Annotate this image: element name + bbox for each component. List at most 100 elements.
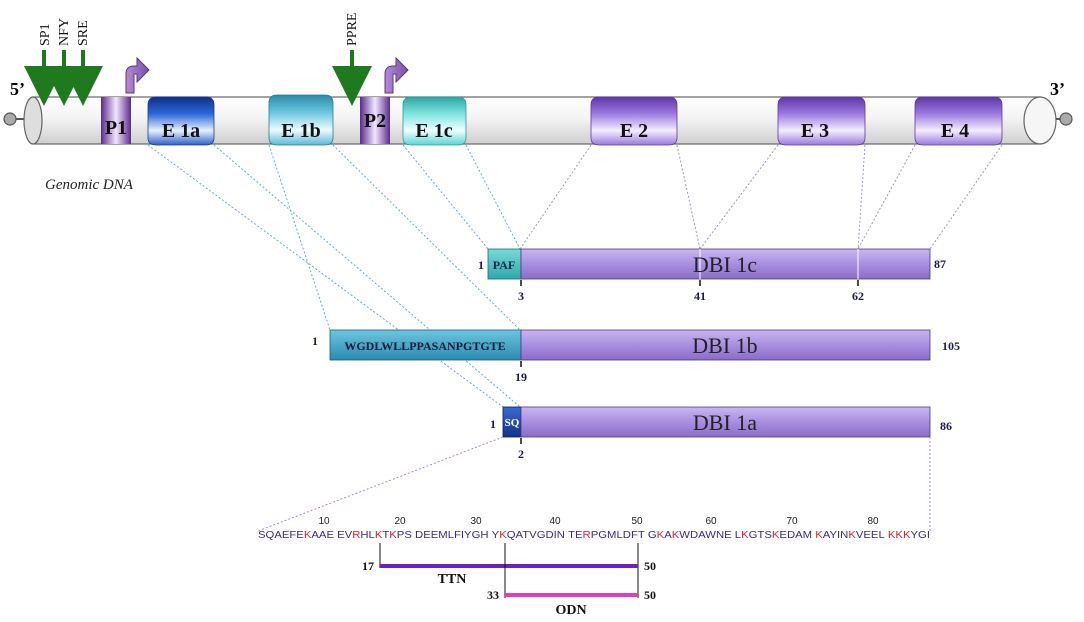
residue: F <box>289 530 296 541</box>
seq-pos-20: 20 <box>394 516 406 527</box>
exon-e1a-label: E 1a <box>162 120 200 142</box>
five-prime-label: 5’ <box>10 79 25 99</box>
residue: E <box>431 530 439 541</box>
isoform-dbi1b-tick-19: 19 <box>515 370 527 384</box>
residue: V <box>345 530 353 541</box>
isoform-dbi1b-prefix: WGDLWLLPPASANPGTGTE <box>344 339 505 353</box>
isoform-dbi1a: SQ DBI 1a 1 86 2 <box>490 406 952 461</box>
residue: A <box>664 530 672 541</box>
residue: K <box>895 530 903 541</box>
residue: D <box>690 530 698 541</box>
isoform-dbi1c-end: 87 <box>934 257 946 271</box>
residue: L <box>735 530 742 541</box>
seq-pos-70: 70 <box>786 516 798 527</box>
isoform-dbi1b-start: 1 <box>312 334 318 348</box>
isoform-dbi1a-end: 86 <box>940 419 952 433</box>
exon-e1b-label: E 1b <box>281 120 320 142</box>
exon-e2-label: E 2 <box>620 120 648 142</box>
residue: E <box>724 530 732 541</box>
binding-site-sp1-label: SP1 <box>38 23 53 46</box>
peptide-odn-start: 33 <box>487 588 499 602</box>
promoter-p1: P1 <box>101 97 131 144</box>
isoform-dbi1c-tick-41: 41 <box>694 289 706 303</box>
residue: S <box>404 530 412 541</box>
residue: A <box>823 530 831 541</box>
binding-site-nfy: NFY <box>44 18 84 106</box>
residue: T <box>757 530 764 541</box>
residue: N <box>557 530 565 541</box>
seq-pos-60: 60 <box>705 516 717 527</box>
three-prime-label: 3’ <box>1050 79 1065 99</box>
residue: A <box>698 530 706 541</box>
seq-pos-80: 80 <box>867 516 879 527</box>
residue: G <box>598 530 607 541</box>
residue: R <box>583 530 591 541</box>
exon-e3-label: E 3 <box>801 120 829 142</box>
residue: Y <box>829 530 837 541</box>
peptide-ttn-start: 17 <box>362 559 374 573</box>
isoform-dbi1c-label: DBI 1c <box>693 252 757 277</box>
residue: W <box>679 530 690 541</box>
binding-site-sre-label: SRE <box>76 20 91 46</box>
residue: L <box>878 530 885 541</box>
residue: K <box>672 530 680 541</box>
residue: G <box>472 530 481 541</box>
residue: S <box>764 530 772 541</box>
residue: E <box>337 530 345 541</box>
residue: E <box>296 530 304 541</box>
residue: E <box>575 530 583 541</box>
binding-site-sp1: SP1 <box>24 23 64 106</box>
tss-arrow-p1-icon <box>125 56 150 94</box>
isoform-dbi1a-start: 1 <box>490 417 496 431</box>
promoter-p2-label: P2 <box>364 110 386 132</box>
exon-e1b: E 1b <box>268 94 334 146</box>
peptide-odn-end: 50 <box>644 588 656 602</box>
residue: G <box>648 530 657 541</box>
isoform-dbi1a-tick-2: 2 <box>518 447 524 461</box>
residue: N <box>840 530 848 541</box>
residue: A <box>795 530 803 541</box>
five-prime-end: 5’ <box>3 79 33 126</box>
residue: D <box>545 530 553 541</box>
residue: L <box>448 530 455 541</box>
residue: L <box>616 530 623 541</box>
residue: I <box>927 530 930 541</box>
residue: A <box>274 530 282 541</box>
residue: G <box>918 530 927 541</box>
residue: G <box>749 530 758 541</box>
exon-e1a: E 1a <box>147 96 215 146</box>
residue: K <box>815 530 823 541</box>
isoform-dbi1b-end: 105 <box>942 339 960 353</box>
residue: T <box>382 530 389 541</box>
residue: E <box>863 530 871 541</box>
residue: T <box>522 530 529 541</box>
residue: V <box>529 530 537 541</box>
residue: E <box>326 530 334 541</box>
residue: H <box>480 530 488 541</box>
seq-pos-30: 30 <box>470 516 482 527</box>
residue: M <box>438 530 447 541</box>
residue: K <box>888 530 896 541</box>
amino-acid-sequence: SQAEFEKAAE EVRHLKTKPS DEEMLFIYGH YKQATVG… <box>258 530 930 541</box>
residue: F <box>631 530 638 541</box>
exon-e4-label: E 4 <box>941 120 969 142</box>
residue: K <box>848 530 856 541</box>
genomic-dna-caption: Genomic DNA <box>45 177 134 193</box>
seq-pos-10: 10 <box>318 516 330 527</box>
residue: P <box>397 530 405 541</box>
isoform-dbi1a-label: DBI 1a <box>693 410 757 435</box>
residue: K <box>741 530 749 541</box>
isoform-dbi1c-prefix: PAF <box>493 258 515 272</box>
residue: N <box>716 530 724 541</box>
residue: R <box>352 530 360 541</box>
residue: Y <box>464 530 472 541</box>
peptide-ttn: 17 50 TTN <box>362 543 656 587</box>
residue: M <box>607 530 616 541</box>
residue: F <box>454 530 461 541</box>
residue: W <box>705 530 716 541</box>
exon-e3: E 3 <box>777 96 866 146</box>
residue: E <box>423 530 431 541</box>
peptide-odn-label: ODN <box>555 603 586 618</box>
residue: E <box>779 530 787 541</box>
